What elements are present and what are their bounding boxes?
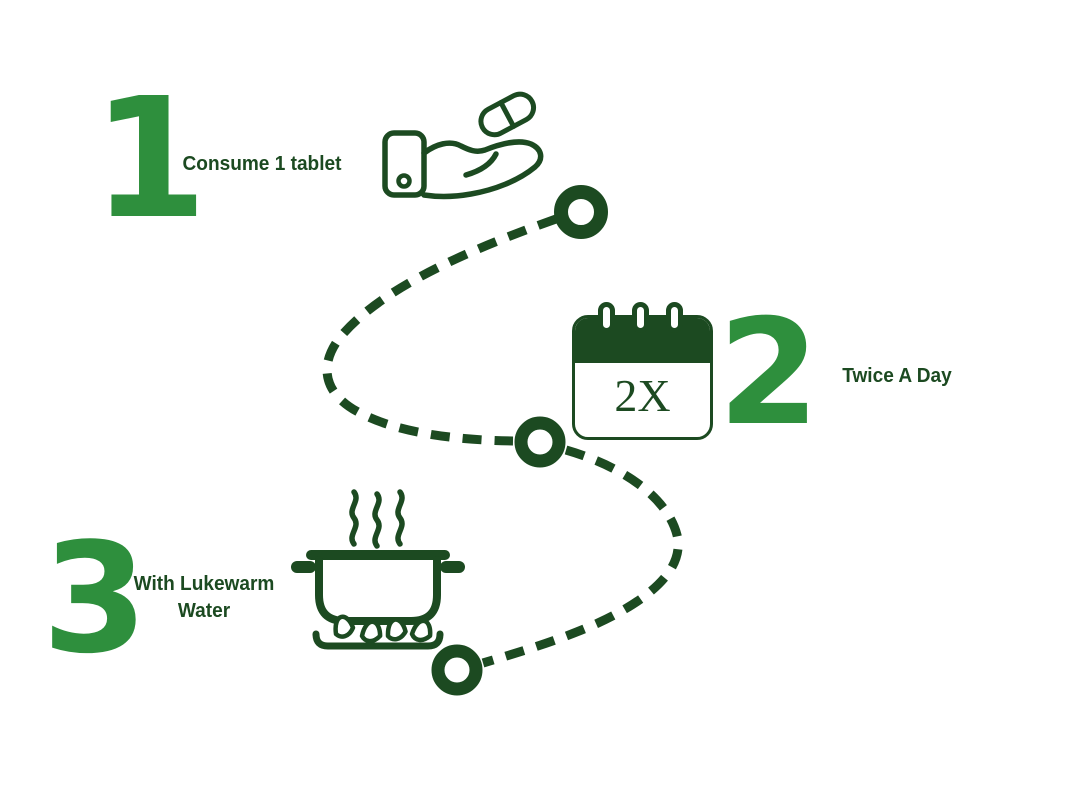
hand-cuff (382, 130, 427, 198)
cuff-button (396, 173, 412, 189)
step-3-number: 3 (42, 510, 148, 687)
calendar-ring-icon (598, 302, 615, 333)
step-3-label: With Lukewarm Water (133, 572, 275, 623)
route-node-2 (514, 416, 566, 468)
route-nodes (431, 185, 608, 696)
calendar-frequency-badge: 2X (614, 370, 671, 421)
palm-finger-line (463, 151, 499, 178)
calendar-icon: 2X (572, 302, 713, 440)
calendar-ring-icon (632, 302, 649, 333)
step-2-number: 2 (718, 288, 820, 458)
capsule-divider (498, 100, 517, 129)
flame-leaves (333, 614, 433, 644)
route-node-1 (554, 185, 608, 239)
route-node-3 (431, 644, 483, 696)
step-1-number: 1 (92, 63, 208, 256)
open-palm (421, 139, 544, 200)
steam-lines (349, 489, 405, 549)
hand-offering-tablet-icon (382, 91, 544, 200)
pot-body (315, 556, 441, 625)
step-1-label: Consume 1 tablet (182, 152, 342, 175)
calendar-body: 2X (572, 315, 713, 440)
tablet-capsule-icon (478, 91, 537, 138)
step-2-label: Twice A Day (842, 364, 952, 387)
boiling-pot-icon (291, 489, 465, 650)
route-segment-2-3 (481, 445, 683, 668)
calendar-ring-icon (666, 302, 683, 333)
route-segment-1-2 (322, 214, 558, 446)
burner-base (312, 630, 444, 650)
dashed-route-path (322, 214, 683, 668)
